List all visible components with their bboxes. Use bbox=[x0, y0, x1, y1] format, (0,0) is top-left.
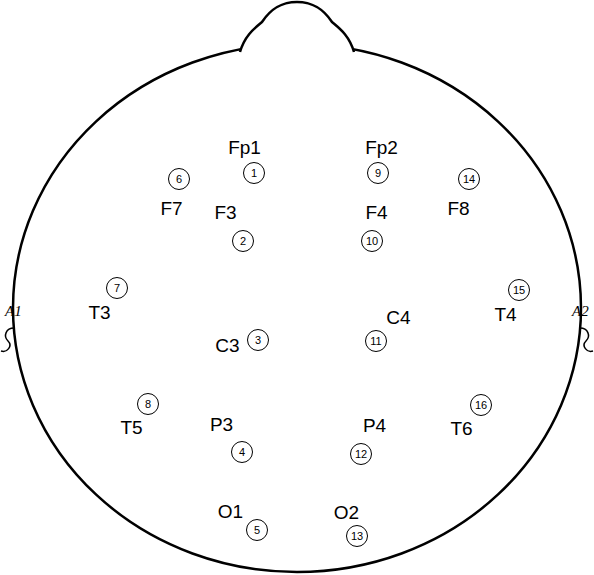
callout-number: 5 bbox=[254, 525, 260, 536]
callout-number: 13 bbox=[351, 531, 363, 542]
electrode-circle: T58 bbox=[137, 393, 159, 415]
electrode-label: F8 bbox=[447, 198, 469, 217]
callout-number: 3 bbox=[255, 335, 261, 346]
electrode-circle: F32 bbox=[232, 230, 254, 252]
electrode-label: O1 bbox=[218, 501, 243, 520]
callout-number: 11 bbox=[370, 336, 381, 347]
electrode-label: T5 bbox=[120, 417, 142, 436]
head-outline bbox=[13, 44, 581, 572]
electrode-circle: C411 bbox=[365, 330, 387, 352]
left-ear bbox=[1, 328, 14, 351]
electrode-circle: P34 bbox=[231, 441, 253, 463]
callout-number: 4 bbox=[239, 447, 245, 458]
callout-number: 7 bbox=[114, 283, 120, 294]
callout-number: 8 bbox=[145, 399, 151, 410]
electrode-label: T4 bbox=[494, 304, 516, 323]
electrode-circle: Fp29 bbox=[367, 162, 389, 184]
right-ear bbox=[580, 328, 593, 351]
electrode-circle: O213 bbox=[346, 525, 368, 547]
callout-number: 1 bbox=[251, 168, 257, 179]
electrode-label: C3 bbox=[215, 335, 239, 354]
electrode-circle: F410 bbox=[361, 230, 383, 252]
callout-number: 10 bbox=[366, 236, 378, 247]
electrode-label: P3 bbox=[210, 414, 233, 433]
electrode-circle: T415 bbox=[508, 279, 530, 301]
electrode-label: F4 bbox=[365, 202, 387, 221]
electrode-label: Fp1 bbox=[228, 137, 261, 156]
ear-reference-label: A1 bbox=[5, 304, 22, 319]
callout-number: 14 bbox=[463, 174, 475, 185]
nose-fill bbox=[240, 2, 354, 62]
electrode-circle: T616 bbox=[470, 394, 492, 416]
electrode-label: T6 bbox=[450, 418, 472, 437]
nose-outline bbox=[240, 2, 354, 52]
callout-number: 16 bbox=[475, 400, 487, 411]
electrode-circle: F814 bbox=[458, 168, 480, 190]
electrode-label: F7 bbox=[160, 198, 182, 217]
electrode-circle: F76 bbox=[168, 168, 190, 190]
electrode-circle: C33 bbox=[247, 329, 269, 351]
electrode-label: P4 bbox=[363, 415, 386, 434]
callout-number: 2 bbox=[240, 236, 246, 247]
ear-reference-label: A2 bbox=[572, 304, 589, 319]
electrode-label: T3 bbox=[88, 302, 110, 321]
electrode-label: O2 bbox=[334, 502, 359, 521]
callout-number: 6 bbox=[176, 174, 182, 185]
electrode-label: Fp2 bbox=[365, 137, 398, 156]
electrode-circle: Fp11 bbox=[243, 162, 265, 184]
callout-number: 12 bbox=[355, 449, 367, 460]
electrode-circle: P412 bbox=[350, 443, 372, 465]
electrode-label: F3 bbox=[214, 202, 236, 221]
electrode-circle: T37 bbox=[106, 277, 128, 299]
callout-number: 9 bbox=[375, 168, 381, 179]
electrode-label: C4 bbox=[386, 307, 410, 326]
electrode-circle: O15 bbox=[246, 519, 268, 541]
callout-number: 15 bbox=[513, 285, 525, 296]
